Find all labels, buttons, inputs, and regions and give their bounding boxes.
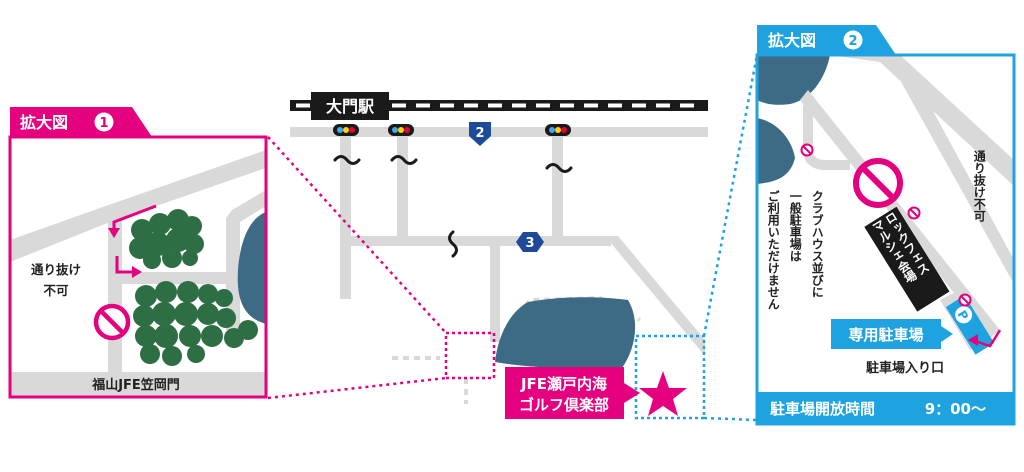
traffic-light-icon	[388, 124, 414, 136]
road	[10, 150, 266, 262]
svg-text:2: 2	[475, 126, 484, 141]
golf-club-label: JFE瀬戸内海 ゴルフ倶楽部	[505, 367, 640, 419]
secondary-road	[351, 236, 611, 246]
inset-2-number: 2	[848, 34, 857, 49]
inset-2-connector	[702, 54, 759, 337]
arrow-head	[108, 228, 120, 238]
no-through-label-1: 通り抜け	[31, 262, 81, 277]
station-label: 大門駅	[311, 92, 389, 120]
tree-cluster	[133, 281, 258, 366]
no-entry-icon	[853, 158, 903, 208]
inset-2: P	[755, 25, 1016, 426]
gate-label: 福山JFE笠岡門	[91, 377, 180, 393]
inset-2-area	[634, 334, 706, 420]
clubhouse-notice-line2: 一般駐車場は	[788, 190, 803, 262]
inset-2-title: 拡大図	[768, 31, 816, 50]
main-road	[290, 127, 708, 137]
traffic-light-icon	[545, 124, 571, 136]
road	[226, 190, 266, 330]
road	[397, 137, 408, 244]
tree-cluster	[129, 209, 204, 269]
golf-club-name-line2: ゴルフ倶楽部	[519, 396, 609, 414]
svg-text:3: 3	[525, 236, 534, 251]
arrow-head	[968, 334, 978, 346]
arrow-head	[132, 266, 142, 278]
no-through-label-2: 不可	[43, 283, 69, 298]
traffic-light-icon	[333, 124, 359, 136]
no-entry-icon	[958, 293, 972, 307]
no-entry-icon	[800, 143, 814, 157]
wave-break-icon	[333, 155, 361, 165]
no-entry-icon	[93, 303, 131, 341]
open-time-value: 9：00〜	[925, 400, 986, 418]
clubhouse-notice-line1: クラブハウス並びに	[810, 190, 825, 298]
road	[830, 55, 1014, 186]
no-entry-icon	[907, 206, 921, 220]
inset-2-header: 拡大図 2	[757, 25, 896, 55]
inset-1-title: 拡大図	[20, 113, 68, 132]
gate-bar	[10, 372, 266, 397]
pond	[237, 212, 266, 324]
open-time-label: 駐車場開放時間	[770, 400, 875, 418]
inset-2-connector	[703, 416, 758, 422]
station-name: 大門駅	[326, 97, 375, 116]
dedicated-parking-label: 専用駐車場	[831, 319, 953, 349]
road	[552, 137, 563, 244]
road	[490, 246, 500, 342]
wave-break-icon	[545, 163, 573, 173]
road	[900, 76, 1014, 284]
inset-1: 通り抜け 不可 福山JFE笠岡門 拡大図 1	[8, 107, 268, 399]
inset-1-area	[444, 331, 496, 380]
inset-1-connector	[267, 376, 447, 400]
pond	[757, 55, 830, 105]
road	[108, 208, 122, 397]
road	[120, 272, 240, 284]
inset-1-connector	[267, 136, 447, 334]
dedicated-parking-text: 専用駐車場	[848, 326, 923, 344]
inset-1-header: 拡大図 1	[10, 107, 152, 137]
road	[340, 137, 351, 299]
parking-entrance-label: 駐車場入り口	[866, 360, 944, 376]
route-2-badge: 2	[469, 122, 491, 146]
no-through-label: 通り抜け不可	[972, 150, 987, 222]
star-icon	[639, 371, 687, 416]
route-arrow	[115, 256, 134, 274]
venue-label	[864, 206, 950, 312]
pond	[757, 118, 795, 184]
clubhouse-notice-line3: ご利用いただけません	[766, 190, 781, 310]
dedicated-parking-area: P	[945, 295, 995, 355]
main-map: 大門駅	[267, 54, 759, 422]
pond	[495, 297, 636, 369]
inset-1-number: 1	[99, 116, 108, 131]
wave-break-icon	[390, 155, 418, 165]
open-time-bar: 駐車場開放時間 9：00〜	[757, 392, 1014, 424]
route-3-badge: 3	[516, 232, 544, 252]
golf-club-name-line1: JFE瀬戸内海	[520, 375, 607, 393]
road	[605, 236, 705, 356]
wave-break-icon	[448, 230, 458, 258]
railway-line	[290, 100, 708, 111]
